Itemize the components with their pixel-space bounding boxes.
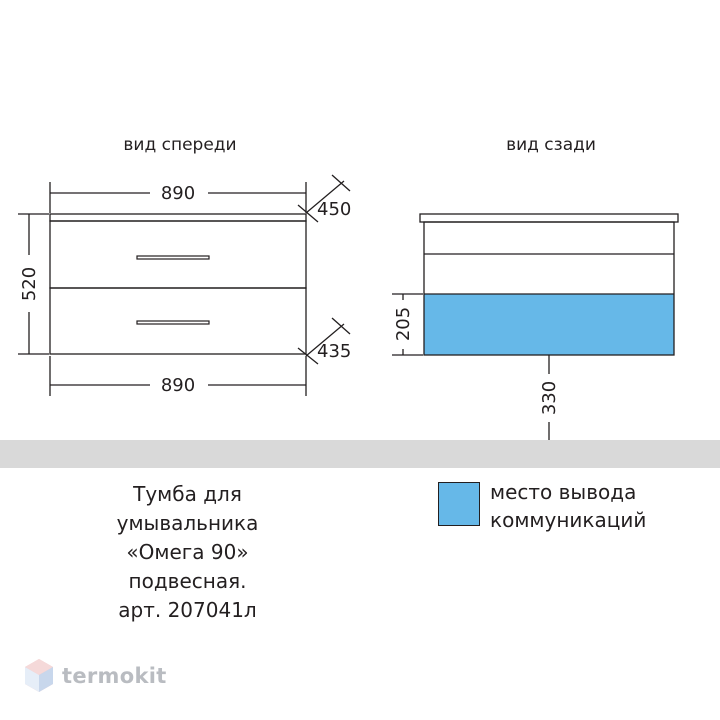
front-width-bottom-label: 890 (161, 375, 195, 396)
caption-line: умывальника (116, 511, 259, 535)
outlet-height-dimension (392, 293, 423, 356)
technical-drawing: вид спереди вид сзади 890 890 450 435 52… (18, 135, 679, 440)
depth-top-dimension (297, 174, 351, 223)
front-width-bottom-dimension (49, 356, 307, 396)
legend-line: место вывода (490, 480, 637, 504)
front-view-title: вид спереди (123, 135, 236, 155)
depth-bottom-label: 435 (317, 341, 351, 362)
hexagon-logo-icon (25, 659, 53, 692)
caption-line: «Омега 90» (126, 540, 249, 564)
depth-bottom-dimension (297, 317, 351, 365)
divider-band (0, 440, 720, 468)
depth-top-label: 450 (317, 199, 351, 220)
caption-line: арт. 207041л (118, 598, 257, 622)
front-width-top-label: 890 (161, 183, 195, 204)
communications-outlet-area (424, 294, 674, 355)
back-view-title: вид сзади (506, 135, 596, 155)
legend-label: место вывода коммуникаций (490, 478, 646, 534)
back-countertop (419, 213, 679, 223)
product-caption: Тумба для умывальника «Омега 90» подвесн… (80, 480, 295, 625)
lower-drawer-handle (136, 320, 210, 325)
front-height-dimension (18, 213, 49, 355)
brand-watermark: termokit (22, 656, 167, 696)
front-countertop (49, 213, 307, 222)
caption-line: Тумба для (133, 482, 242, 506)
front-upper-drawer (49, 220, 307, 289)
legend-swatch (438, 482, 480, 526)
outlet-height-label: 205 (393, 307, 414, 341)
front-lower-drawer (49, 287, 307, 355)
front-width-top-dimension (49, 182, 307, 213)
brand-name: termokit (62, 664, 167, 688)
back-view-cabinet (419, 213, 679, 356)
legend-line: коммуникаций (490, 508, 647, 532)
front-view-cabinet (49, 213, 307, 355)
front-height-label: 520 (19, 267, 40, 301)
upper-drawer-handle (136, 255, 210, 260)
caption-line: подвесная. (128, 569, 247, 593)
outlet-offset-label: 330 (539, 381, 560, 415)
